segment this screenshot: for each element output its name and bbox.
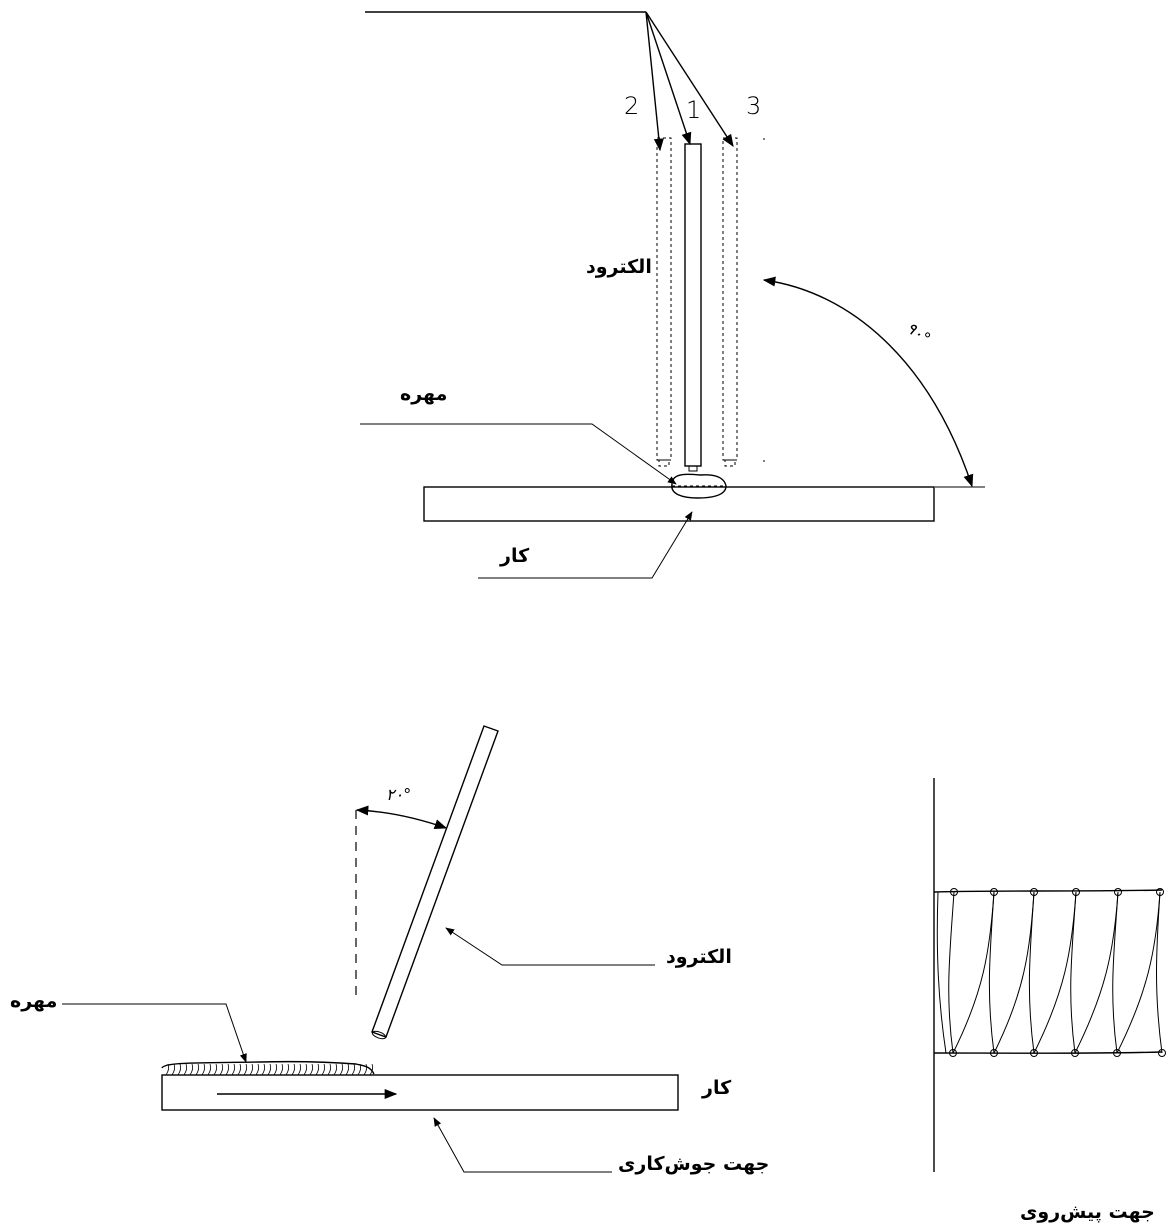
bead-hatch-stroke [369, 1063, 374, 1076]
top-bead [671, 473, 727, 499]
bead-hatch-stroke [261, 1063, 266, 1076]
top-work-leader [478, 511, 693, 579]
electrode-position-2 [656, 137, 672, 467]
bead-hatch-stroke [213, 1063, 218, 1076]
side-electrode-label: الکترود [666, 946, 732, 968]
weave-top-edge [933, 889, 1163, 893]
weave-stroke-start [936, 891, 947, 1054]
bead-hatch-stroke [357, 1063, 362, 1076]
position-2-arrow [645, 11, 664, 152]
bead-hatch-stroke [363, 1063, 368, 1076]
bead-hatch-stroke [195, 1063, 200, 1076]
weave-stroke-up [1033, 891, 1077, 1054]
bead-hatch-stroke [315, 1063, 320, 1076]
position-2-number: 2 [624, 92, 639, 120]
angle-90-arc [762, 276, 974, 488]
bead-hatch-stroke [249, 1063, 254, 1076]
bead-hatch-stroke [183, 1063, 188, 1076]
weave-point [1030, 1049, 1038, 1057]
weave-stroke-up [1074, 891, 1119, 1054]
bead-hatch-stroke [303, 1063, 308, 1076]
advance-direction-label: جهت پیش‌روی [1020, 1201, 1155, 1223]
top-bead-label: مهره [400, 383, 447, 405]
angle-20-label: ۲۰° [386, 785, 411, 804]
weave-stroke-up [952, 891, 995, 1054]
weave-stroke-down [1070, 891, 1077, 1054]
weave-point [990, 1049, 998, 1057]
weave-point [1072, 888, 1080, 896]
bead-hatch-stroke [225, 1063, 230, 1076]
weave-point [990, 888, 998, 896]
top-bead-leader [360, 423, 677, 485]
bead-hatch-stroke [189, 1063, 194, 1076]
weave-stroke-down [1112, 891, 1119, 1054]
bead-hatch-stroke [231, 1063, 236, 1076]
welding-direction-leader [433, 1117, 612, 1173]
weave-point [1158, 1049, 1166, 1057]
bead-hatch-stroke [273, 1063, 278, 1076]
bead-hatch-stroke [297, 1063, 302, 1076]
weave-stroke-down [1156, 891, 1163, 1054]
weave-bottom-edge [933, 1051, 1163, 1054]
bead-hatch-stroke [285, 1063, 290, 1076]
weave-point [1030, 888, 1038, 896]
top-work-label: کار [499, 545, 530, 567]
bead-hatch-stroke [291, 1063, 296, 1076]
top-electrode-label: الکترود [586, 256, 652, 278]
side-workpiece [161, 1074, 679, 1111]
weave-point [1113, 1049, 1121, 1057]
weave-stroke-up [1116, 891, 1161, 1054]
position-1-number: 1 [686, 96, 701, 124]
bead-hatch-stroke [267, 1063, 272, 1076]
side-bead [161, 1060, 375, 1076]
tilted-electrode [371, 725, 499, 1040]
weave-stroke-down [948, 891, 955, 1054]
bead-hatch-stroke [207, 1063, 212, 1076]
weave-stroke-up [993, 891, 1035, 1054]
bead-hatch-stroke [339, 1063, 344, 1076]
position-1-arrow [645, 11, 692, 146]
weave-point [1156, 888, 1164, 896]
electrode-position-1 [684, 143, 702, 472]
top-workpiece [423, 486, 935, 522]
bead-hatch-stroke [201, 1063, 206, 1076]
bead-hatch-stroke [165, 1063, 170, 1076]
bead-hatch-stroke [327, 1063, 332, 1076]
bead-hatch-stroke [219, 1063, 224, 1076]
weave-figure: جهت پیش‌روی [933, 778, 1166, 1223]
bead-hatch-stroke [351, 1063, 356, 1076]
bead-hatch-stroke [255, 1063, 260, 1076]
bead-hatch-stroke [345, 1063, 350, 1076]
bead-hatch-stroke [237, 1063, 242, 1076]
angle-20-arc [355, 805, 448, 830]
bead-hatch-stroke [177, 1063, 182, 1076]
weave-point [949, 1049, 957, 1057]
welding-direction-label: جهت جوش‌کاری [618, 1153, 769, 1175]
angle-90-label: ۹۰° [903, 318, 935, 348]
position-3-number: 3 [746, 92, 761, 120]
side-figure: ۲۰° الکترود مهره کار جهت جوش‌کاری [10, 725, 769, 1175]
position-3-arrow [645, 11, 734, 148]
weave-point [950, 888, 958, 896]
side-bead-leader [62, 1003, 247, 1063]
bead-hatch-stroke [333, 1063, 338, 1076]
bead-hatch-stroke [171, 1063, 176, 1076]
weave-paths [936, 888, 1166, 1057]
weave-point [1114, 888, 1122, 896]
side-bead-label: مهره [10, 990, 57, 1012]
weave-point [1071, 1049, 1079, 1057]
bead-hatch-stroke [279, 1063, 284, 1076]
bead-hatch-stroke [243, 1063, 248, 1076]
side-work-label: کار [701, 1077, 732, 1099]
bead-hatch-stroke [321, 1063, 326, 1076]
electrode-position-3 [722, 137, 738, 467]
top-figure: 2 1 3 الکترود ۹۰° مهره [360, 11, 985, 579]
bead-hatch-stroke [309, 1063, 314, 1076]
side-electrode-leader [445, 927, 655, 966]
